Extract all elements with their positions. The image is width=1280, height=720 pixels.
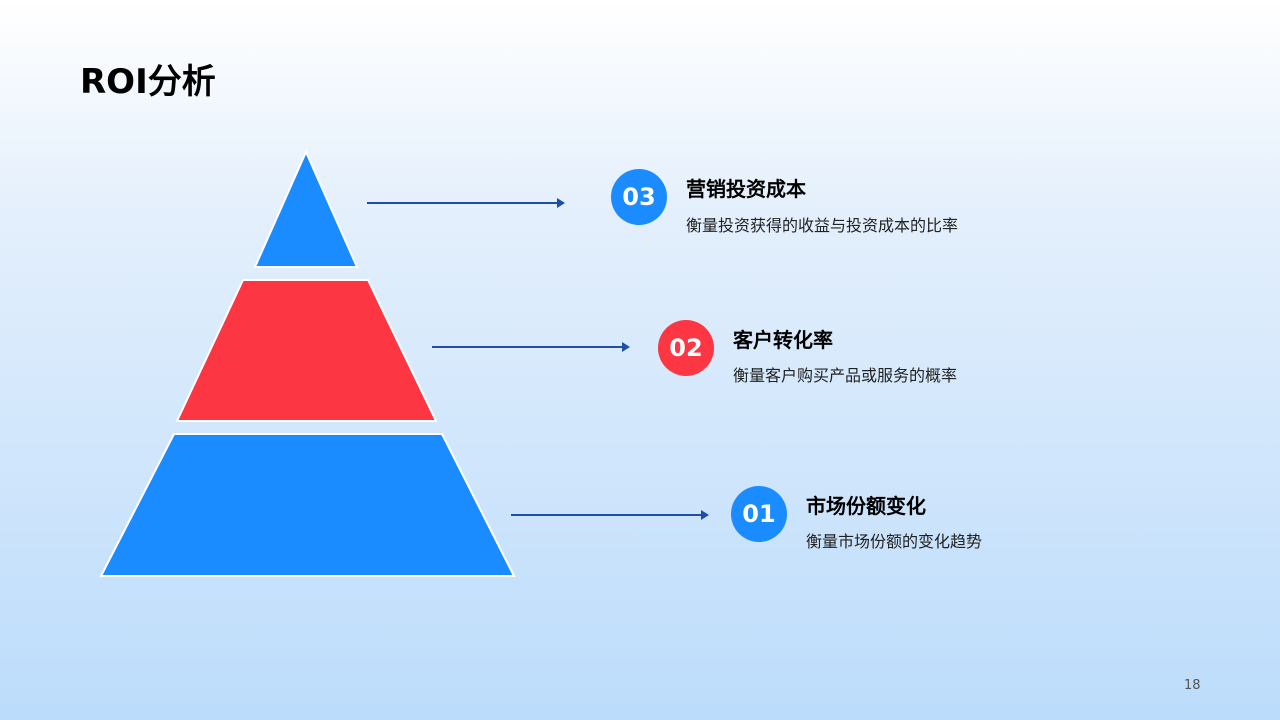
item-description-02: 衡量客户购买产品或服务的概率 <box>733 366 958 385</box>
item-description-01: 衡量市场份额的变化趋势 <box>806 532 983 551</box>
pyramid-tier-middle <box>175 279 438 422</box>
pyramid-tier-bottom <box>99 433 516 577</box>
item-title-02: 客户转化率 <box>733 328 833 352</box>
item-description-03: 衡量投资获得的收益与投资成本的比率 <box>686 216 959 235</box>
arrow-connector-01 <box>511 510 709 520</box>
page-number: 18 <box>1184 678 1201 693</box>
number-badge-03: 03 <box>611 169 667 225</box>
slide-title: ROI分析 <box>80 62 216 102</box>
arrow-connector-02 <box>432 342 630 352</box>
item-title-01: 市场份额变化 <box>806 494 926 518</box>
pyramid-tier-top <box>253 149 359 268</box>
number-badge-01: 01 <box>731 486 787 542</box>
item-title-03: 营销投资成本 <box>686 177 806 201</box>
number-badge-02: 02 <box>658 320 714 376</box>
arrow-connector-03 <box>367 198 565 208</box>
